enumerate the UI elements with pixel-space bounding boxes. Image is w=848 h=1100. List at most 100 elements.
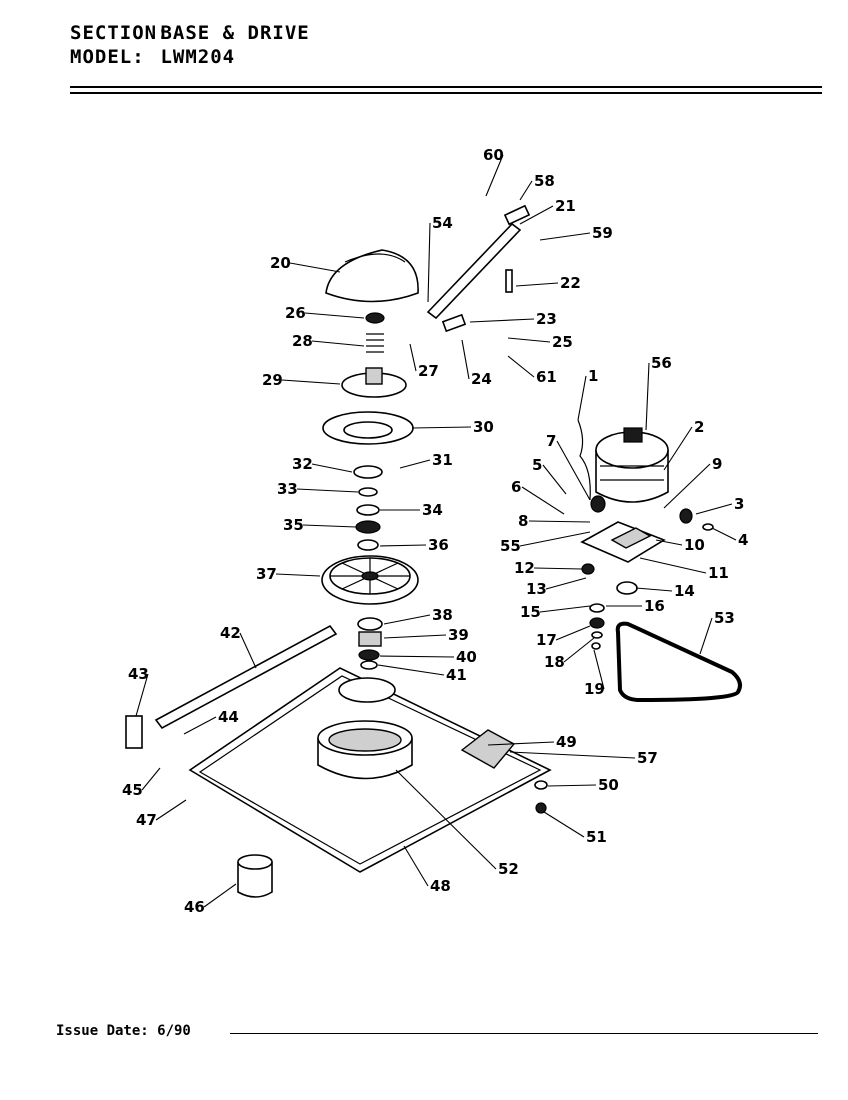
callout-label-44: 44 — [218, 708, 239, 726]
callout-label-32: 32 — [292, 455, 313, 473]
callout-label-60: 60 — [483, 146, 504, 164]
callout-label-42: 42 — [220, 624, 241, 642]
callout-leader — [563, 637, 595, 663]
motor — [590, 427, 669, 513]
callout-label-36: 36 — [428, 536, 449, 554]
callout-leader — [311, 340, 365, 347]
callout-leader — [556, 440, 591, 501]
callout-label-29: 29 — [262, 371, 283, 389]
callout-leader — [663, 426, 693, 471]
callout-leader — [695, 503, 733, 515]
callout-label-45: 45 — [122, 781, 143, 799]
callout-label-55: 55 — [500, 537, 521, 555]
callout-leader — [487, 741, 555, 746]
support-arm — [426, 222, 522, 320]
callout-label-10: 10 — [684, 536, 705, 554]
callout-label-26: 26 — [285, 304, 306, 322]
callout-label-4: 4 — [738, 531, 748, 549]
footer-rule — [230, 1033, 818, 1034]
callout-leader — [542, 464, 567, 495]
callout-label-17: 17 — [536, 631, 557, 649]
callout-label-33: 33 — [277, 480, 298, 498]
callout-leader — [655, 539, 683, 546]
callout-leader — [533, 567, 583, 570]
base-pan — [188, 667, 552, 873]
callout-leader — [699, 617, 713, 655]
callout-leader — [645, 362, 650, 431]
callout-label-49: 49 — [556, 733, 577, 751]
callout-label-31: 31 — [432, 451, 453, 469]
callout-leader — [379, 655, 455, 658]
section-value: BASE & DRIVE — [160, 22, 310, 44]
callout-leader — [275, 573, 321, 577]
callout-leader — [485, 154, 504, 197]
callout-leader — [519, 180, 533, 201]
callout-leader — [461, 339, 470, 380]
callout-label-53: 53 — [714, 609, 735, 627]
callout-leader — [519, 531, 591, 547]
callout-label-48: 48 — [430, 877, 451, 895]
callout-leader — [377, 664, 445, 676]
callout-leader — [427, 222, 431, 303]
callout-leader — [296, 488, 359, 493]
callout-label-22: 22 — [560, 274, 581, 292]
callout-leader — [289, 262, 341, 273]
callout-label-13: 13 — [526, 580, 547, 598]
callout-leader — [507, 337, 551, 343]
callout-label-38: 38 — [432, 606, 453, 624]
callout-label-58: 58 — [534, 172, 555, 190]
callout-leader — [593, 649, 605, 690]
callout-leader — [403, 845, 429, 887]
callout-label-20: 20 — [270, 254, 291, 272]
callout-leader — [395, 769, 497, 870]
callout-leader — [507, 355, 535, 378]
callout-label-16: 16 — [644, 597, 665, 615]
callout-leader — [399, 459, 431, 469]
callout-leader — [155, 799, 187, 821]
model-label: MODEL: — [70, 46, 145, 68]
callout-label-40: 40 — [456, 648, 477, 666]
callout-label-51: 51 — [586, 828, 607, 846]
callout-leader — [183, 716, 217, 735]
callout-label-18: 18 — [544, 653, 565, 671]
callout-leader — [409, 343, 417, 372]
callout-label-25: 25 — [552, 333, 573, 351]
model-value: LWM204 — [160, 46, 236, 68]
callout-label-61: 61 — [536, 368, 557, 386]
callout-leader — [711, 527, 737, 541]
callout-leader — [304, 312, 365, 319]
callout-label-9: 9 — [712, 455, 722, 473]
callout-leader — [135, 673, 149, 717]
transmission-cover — [325, 249, 419, 303]
section-line: SECTION: BASE & DRIVE — [70, 22, 310, 44]
callout-leader — [547, 784, 597, 787]
callout-label-23: 23 — [536, 310, 557, 328]
section-label: SECTION: — [70, 22, 170, 44]
callout-label-14: 14 — [674, 582, 695, 600]
callout-label-6: 6 — [511, 478, 521, 496]
callout-leader — [539, 605, 591, 613]
callout-leader — [411, 426, 472, 429]
callout-label-46: 46 — [184, 898, 205, 916]
callout-label-41: 41 — [446, 666, 467, 684]
callout-label-27: 27 — [418, 362, 439, 380]
callout-leader — [515, 282, 559, 287]
callout-leader — [663, 463, 711, 509]
callout-label-1: 1 — [588, 367, 598, 385]
callout-leader — [539, 232, 591, 241]
callout-label-7: 7 — [546, 432, 556, 450]
callout-label-57: 57 — [637, 749, 658, 767]
callout-leader — [383, 614, 431, 625]
callout-label-2: 2 — [694, 418, 704, 436]
callout-label-52: 52 — [498, 860, 519, 878]
callout-label-8: 8 — [518, 512, 528, 530]
callout-label-24: 24 — [471, 370, 492, 388]
callout-label-19: 19 — [584, 680, 605, 698]
callout-leader — [521, 486, 565, 515]
callout-label-56: 56 — [651, 354, 672, 372]
callout-label-5: 5 — [532, 456, 542, 474]
callout-leader — [203, 883, 237, 908]
callout-leader — [577, 375, 587, 421]
callout-leader — [555, 625, 591, 641]
